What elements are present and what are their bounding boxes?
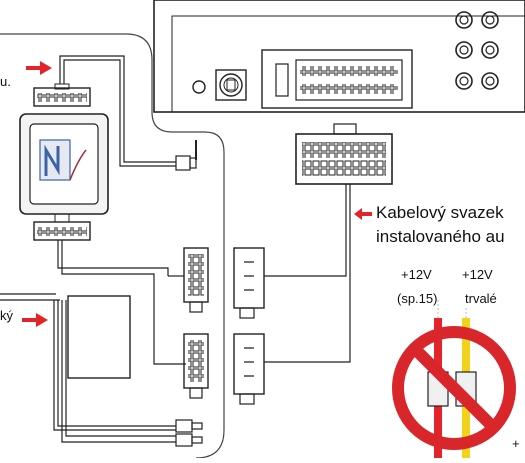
corner-mark: + [512, 436, 520, 451]
wire [61, 240, 186, 365]
vehicle-harness-connector [295, 123, 393, 185]
wire [264, 184, 347, 277]
iso-socket-upper [233, 247, 265, 319]
wire [264, 184, 351, 363]
harness-label-line2: instalovaného au [376, 227, 505, 246]
radio-iso-connector [261, 49, 413, 109]
interface-module [19, 83, 109, 241]
antenna-socket-icon [215, 69, 247, 101]
wire [61, 300, 176, 443]
wire-right-note: trvalé [465, 291, 497, 306]
wire-left-voltage: +12V [401, 267, 432, 282]
iso-plug-lower [183, 333, 209, 399]
left-arrow-icon [354, 208, 372, 220]
brand-logo-icon [39, 139, 87, 181]
left-note-top: u. [0, 74, 11, 89]
harness-label-line1: Kabelový svazek [376, 203, 504, 222]
rca-plug-icon [175, 419, 203, 447]
left-note-mid: ký [0, 308, 13, 323]
right-arrow-icon [22, 313, 48, 327]
rca-sockets-icon [455, 11, 499, 90]
wire [63, 59, 176, 167]
can-box [67, 295, 131, 379]
head-unit [153, 0, 525, 113]
right-arrow-icon [26, 61, 52, 75]
panel-outline [0, 33, 225, 459]
iso-plug-upper [183, 247, 209, 313]
wire-right-voltage: +12V [462, 267, 493, 282]
round-socket-icon [192, 80, 206, 94]
iso-socket-lower [233, 333, 265, 405]
prohibition-icon [392, 326, 516, 450]
wire [57, 300, 176, 427]
wire [57, 240, 169, 276]
wire [53, 300, 176, 431]
wire-left-note: (sp.15) [397, 291, 438, 306]
wire [65, 300, 176, 437]
wire [59, 55, 176, 163]
audio-jack-icon [175, 140, 197, 171]
